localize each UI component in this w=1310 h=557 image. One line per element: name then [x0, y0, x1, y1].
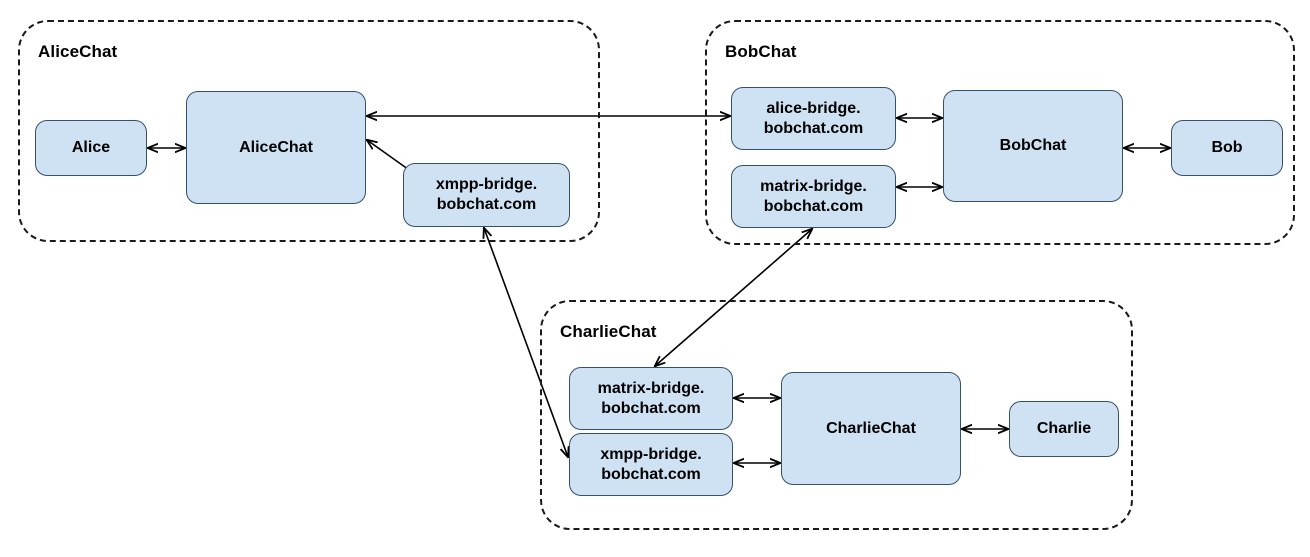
node-alicechat-label-line: AliceChat	[239, 138, 313, 156]
node-bob-label-line: Bob	[1211, 139, 1243, 156]
node-bobchat-label-line: BobChat	[999, 137, 1067, 154]
node-charlie-label-line: Charlie	[1036, 420, 1092, 437]
group-alicechat	[18, 20, 600, 242]
node-charliechat-label: CharlieChat	[826, 419, 916, 439]
node-alice[interactable]: Alice	[35, 120, 147, 176]
node-bobchat-label: BobChat	[1000, 136, 1067, 156]
node-charliechat-label-line: CharlieChat	[826, 419, 916, 437]
node-charlie-label: Charlie	[1037, 419, 1091, 439]
group-charliechat	[540, 300, 1133, 530]
node-bob-alice-bridge-label-line: alice-bridge.	[766, 99, 861, 117]
node-alice-xmpp-bridge[interactable]: xmpp-bridge. bobchat.com	[403, 163, 570, 227]
node-alice-xmpp-bridge-label-line: bobchat.com	[436, 196, 537, 213]
group-bobchat-label: BobChat	[725, 42, 797, 61]
node-charlie-xmpp-bridge-label: xmpp-bridge. bobchat.com	[600, 445, 701, 485]
node-bob-label: Bob	[1211, 138, 1242, 158]
node-bob-alice-bridge-label: alice-bridge. bobchat.com	[764, 99, 864, 139]
node-charlie-xmpp-bridge-label-line: xmpp-bridge.	[600, 445, 702, 463]
node-bob-alice-bridge[interactable]: alice-bridge. bobchat.com	[731, 87, 896, 150]
node-bob-matrix-bridge-label: matrix-bridge. bobchat.com	[760, 177, 867, 217]
node-alice-label: Alice	[72, 138, 110, 158]
group-charliechat-label: CharlieChat	[560, 322, 657, 341]
node-charlie-matrix-bridge-label: matrix-bridge. bobchat.com	[598, 379, 705, 419]
node-alicechat-label: AliceChat	[239, 138, 313, 158]
node-charlie-matrix-bridge[interactable]: matrix-bridge. bobchat.com	[569, 367, 733, 430]
node-charlie-matrix-bridge-label-line: bobchat.com	[601, 399, 701, 417]
node-alice-label-line: Alice	[71, 139, 111, 156]
node-bob[interactable]: Bob	[1171, 120, 1283, 176]
node-bobchat[interactable]: BobChat	[943, 90, 1123, 202]
node-bob-matrix-bridge[interactable]: matrix-bridge. bobchat.com	[731, 165, 896, 228]
node-alice-xmpp-bridge-label: xmpp-bridge. bobchat.com	[436, 175, 537, 215]
node-charlie[interactable]: Charlie	[1009, 401, 1119, 457]
group-alicechat-label: AliceChat	[38, 42, 118, 61]
node-bob-matrix-bridge-label-line: bobchat.com	[763, 197, 864, 215]
node-bob-matrix-bridge-label-line: matrix-bridge.	[760, 177, 867, 195]
node-charlie-matrix-bridge-label-line: matrix-bridge.	[597, 379, 705, 397]
node-alicechat[interactable]: AliceChat	[186, 91, 366, 204]
node-alice-xmpp-bridge-label-line: xmpp-bridge.	[435, 176, 538, 193]
node-bob-alice-bridge-label-line: bobchat.com	[763, 119, 864, 137]
group-bobchat	[705, 20, 1295, 245]
node-charlie-xmpp-bridge-label-line: bobchat.com	[601, 465, 701, 483]
node-charliechat[interactable]: CharlieChat	[781, 372, 961, 485]
node-charlie-xmpp-bridge[interactable]: xmpp-bridge. bobchat.com	[569, 433, 733, 496]
